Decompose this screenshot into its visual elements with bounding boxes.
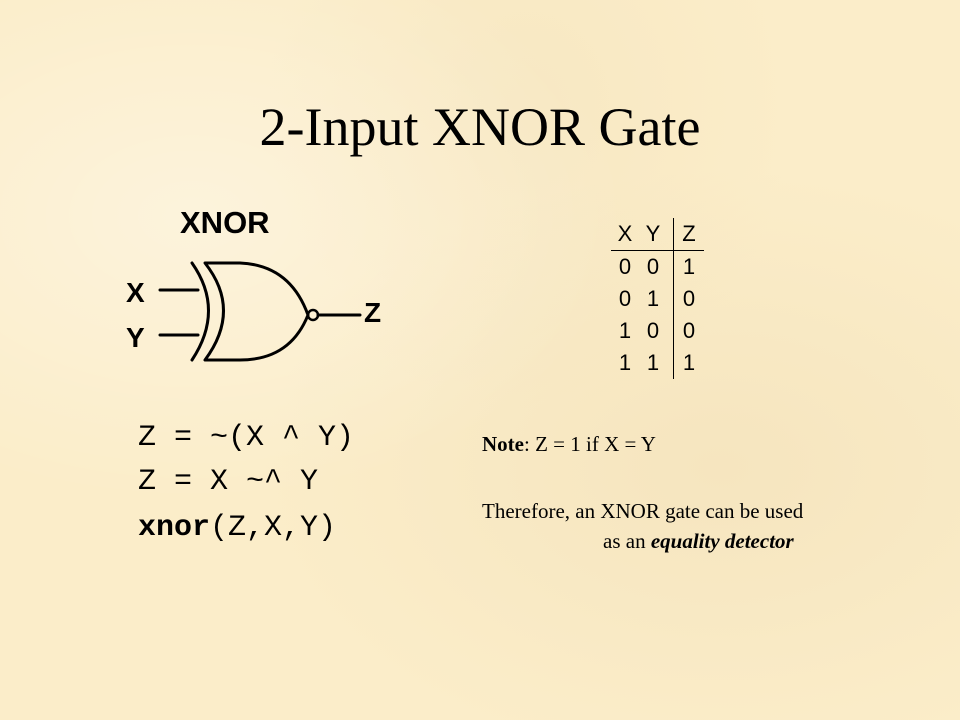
- truth-table-cell: 0: [673, 315, 704, 347]
- conclusion-line-1: Therefore, an XNOR gate can be used: [482, 499, 804, 523]
- slide-title: 2-Input XNOR Gate: [259, 97, 701, 157]
- note-label: Note: [482, 432, 524, 456]
- output-z-label: Z: [364, 297, 382, 328]
- equation-not-xor: Z = ~(X ^ Y): [138, 421, 355, 455]
- truth-table-cell: 0: [618, 286, 632, 311]
- equality-detector-emphasis: equality detector: [650, 529, 794, 553]
- input-y-label: Y: [126, 322, 145, 353]
- truth-table-cell: 0: [618, 254, 632, 279]
- truth-table-header-row: X Y Z: [611, 218, 704, 251]
- input-x-label: X: [126, 277, 145, 308]
- xnor-keyword: xnor: [138, 511, 211, 545]
- truth-table-cell: 1: [673, 347, 704, 379]
- truth-table-cell: 1: [618, 350, 632, 375]
- gate-body: [203, 261, 310, 362]
- note-text: Note: Z = 1 if X = Y: [482, 432, 656, 457]
- truth-table-cell: 1: [646, 286, 660, 311]
- xnor-gate-symbol: [158, 261, 362, 362]
- truth-table-row: 1 0 0: [611, 315, 704, 347]
- truth-table: X Y Z 0 0 1 0 1 0 1 0 0 1 1 1: [611, 218, 704, 379]
- truth-table-header-z: Z: [673, 218, 704, 251]
- truth-table-cell: 1: [618, 318, 632, 343]
- truth-table-cell: 1: [646, 350, 660, 375]
- truth-table-row: 0 0 1: [611, 250, 704, 283]
- truth-table-cell: 0: [646, 318, 660, 343]
- conclusion-prefix: as an: [603, 529, 651, 553]
- truth-table-row: 0 1 0: [611, 283, 704, 315]
- note-body: : Z = 1 if X = Y: [523, 432, 656, 456]
- gate-name-label: XNOR: [180, 205, 270, 240]
- conclusion-line-2: as an equality detector: [482, 526, 803, 556]
- truth-table-row: 1 1 1: [611, 347, 704, 379]
- equation-xnor-operator: Z = X ~^ Y: [138, 465, 319, 499]
- truth-table-cell: 0: [646, 254, 660, 279]
- truth-table-cell: 0: [673, 283, 704, 315]
- xnor-extra-input-curve: [190, 261, 210, 362]
- truth-table-cell: 1: [673, 250, 704, 283]
- truth-table-header-x: X: [611, 218, 639, 251]
- equation-xnor-primitive: xnor(Z,X,Y): [138, 508, 336, 548]
- xnor-arguments: (Z,X,Y): [210, 511, 337, 545]
- truth-table-header-y: Y: [639, 218, 674, 251]
- conclusion-text: Therefore, an XNOR gate can be used as a…: [482, 496, 803, 556]
